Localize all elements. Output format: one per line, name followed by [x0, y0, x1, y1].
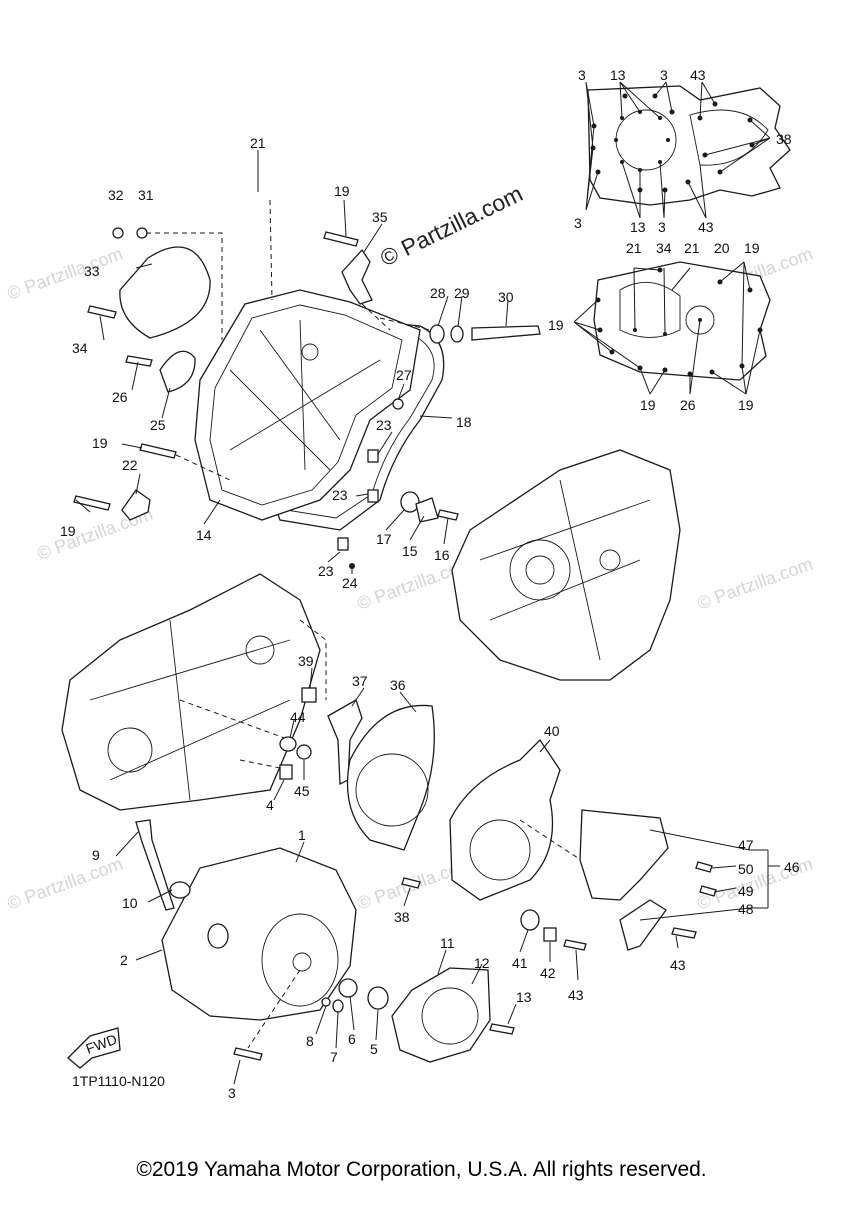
callout-27: 27 — [396, 367, 412, 383]
inset1-callout-13: 13 — [630, 219, 646, 235]
callout-23: 23 — [318, 563, 334, 579]
callout-26: 26 — [112, 389, 128, 405]
callout-3: 3 — [228, 1085, 236, 1101]
callout-34: 34 — [72, 340, 88, 356]
leader-lines — [75, 150, 780, 1085]
watermark-4: © Partzilla.com — [695, 553, 816, 613]
callout-45: 45 — [294, 783, 310, 799]
callout-17: 17 — [376, 531, 392, 547]
callout-7: 7 — [330, 1049, 338, 1065]
inset1-callout-3: 3 — [658, 219, 666, 235]
callout-10: 10 — [122, 895, 138, 911]
inset1-callout-3: 3 — [574, 215, 582, 231]
watermark-1: © Partzilla.com — [5, 243, 126, 303]
callout-48: 48 — [738, 901, 754, 917]
fwd-arrow-icon — [67, 1027, 121, 1069]
callout-46: 46 — [784, 859, 800, 875]
inset1-callout-3: 3 — [578, 67, 586, 83]
callout-44: 44 — [290, 709, 306, 725]
crankcase-right — [451, 449, 681, 681]
mid-parts — [327, 699, 717, 951]
callout-38: 38 — [394, 909, 410, 925]
callout-32: 32 — [108, 187, 124, 203]
callout-24: 24 — [342, 575, 358, 591]
callout-5: 5 — [370, 1041, 378, 1057]
inset2-callout-19: 19 — [640, 397, 656, 413]
callout-29: 29 — [454, 285, 470, 301]
inset2-callout-19: 19 — [548, 317, 564, 333]
callout-28: 28 — [430, 285, 446, 301]
callout-13: 13 — [516, 989, 532, 1005]
inset2-callout-34: 34 — [656, 240, 672, 256]
callout-1: 1 — [298, 827, 306, 843]
clutch-cover-group: FWD — [67, 819, 515, 1069]
callout-9: 9 — [92, 847, 100, 863]
callout-15: 15 — [402, 543, 418, 559]
callout-33: 33 — [84, 263, 100, 279]
callout-14: 14 — [196, 527, 212, 543]
callout-36: 36 — [390, 677, 406, 693]
callout-35: 35 — [372, 209, 388, 225]
callout-11: 11 — [440, 935, 455, 951]
callout-43: 43 — [568, 987, 584, 1003]
callout-8: 8 — [306, 1033, 314, 1049]
inset1-callout-43: 43 — [690, 67, 706, 83]
callout-21: 21 — [250, 135, 266, 151]
callout-49: 49 — [738, 883, 754, 899]
callout-18: 18 — [456, 414, 472, 430]
callout-43: 43 — [670, 957, 686, 973]
inset1-callout-3: 3 — [660, 67, 668, 83]
callout-19: 19 — [92, 435, 108, 451]
callout-4: 4 — [266, 797, 274, 813]
callout-25: 25 — [150, 417, 166, 433]
inset2-callout-21: 21 — [684, 240, 700, 256]
diagram-code: 1TP1110-N120 — [72, 1073, 165, 1089]
callout-2: 2 — [120, 952, 128, 968]
inset1-callout-38: 38 — [776, 131, 792, 147]
callout-23: 23 — [332, 487, 348, 503]
callout-12: 12 — [474, 955, 490, 971]
callout-39: 39 — [298, 653, 314, 669]
callout-37: 37 — [352, 673, 368, 689]
callout-41: 41 — [512, 955, 528, 971]
inset-crankcase-cover-bolts — [585, 81, 791, 219]
callout-16: 16 — [434, 547, 450, 563]
inset2-callout-19: 19 — [738, 397, 754, 413]
callout-30: 30 — [498, 289, 514, 305]
inset-crankcase-bolts — [573, 261, 771, 395]
callout-42: 42 — [540, 965, 556, 981]
inset2-callout-26: 26 — [680, 397, 696, 413]
inset2-callout-21: 21 — [626, 240, 642, 256]
inset1-callout-13: 13 — [610, 67, 626, 83]
callout-31: 31 — [138, 187, 154, 203]
inset1-callout-43: 43 — [698, 219, 714, 235]
crankcase-cover-group — [73, 199, 541, 569]
callout-19: 19 — [60, 523, 76, 539]
callout-23: 23 — [376, 417, 392, 433]
callout-50: 50 — [738, 861, 754, 877]
callout-6: 6 — [348, 1031, 356, 1047]
callout-22: 22 — [122, 457, 138, 473]
callout-47: 47 — [738, 837, 754, 853]
inset2-callout-19: 19 — [744, 240, 760, 256]
watermark-6: © Partzilla.com — [5, 853, 126, 913]
inset2-callout-20: 20 — [714, 240, 730, 256]
callout-labels: 21 32 31 19 35 33 28 29 30 34 26 25 27 1… — [60, 67, 800, 1101]
callout-19: 19 — [334, 183, 350, 199]
copyright-notice: ©2019 Yamaha Motor Corporation, U.S.A. A… — [136, 1158, 707, 1181]
callout-40: 40 — [544, 723, 560, 739]
crankcase-left — [61, 573, 327, 811]
